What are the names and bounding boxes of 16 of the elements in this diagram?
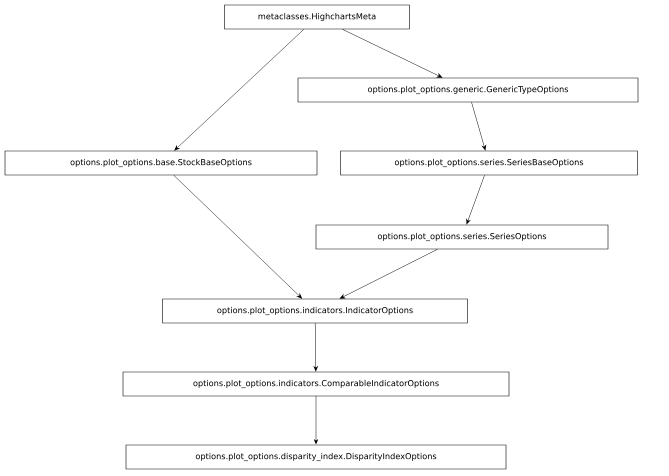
arrow — [174, 29, 304, 150]
arrow — [466, 175, 485, 224]
class-box: options.plot_options.generic.GenericTypeOptions — [298, 78, 638, 102]
class-box: options.plot_options.series.SeriesOptions — [316, 224, 608, 250]
arrow — [174, 175, 302, 298]
arrow — [314, 323, 318, 372]
class-box: metaclasses.HighchartsMeta — [224, 4, 410, 30]
arrow — [471, 102, 486, 150]
class-box: options.plot_options.base.StockBaseOptions — [4, 150, 318, 176]
arrow — [314, 396, 318, 444]
arrow — [342, 29, 442, 78]
class-box: options.plot_options.indicators.IndicatorOptions — [162, 298, 468, 324]
class-box: options.plot_options.disparity_index.DisparityIndexOptions — [126, 444, 506, 470]
arrow — [340, 249, 438, 299]
class-box: options.plot_options.indicators.ComparableIndicatorOptions — [122, 372, 510, 396]
class-box: options.plot_options.series.SeriesBaseOptions — [340, 150, 638, 176]
